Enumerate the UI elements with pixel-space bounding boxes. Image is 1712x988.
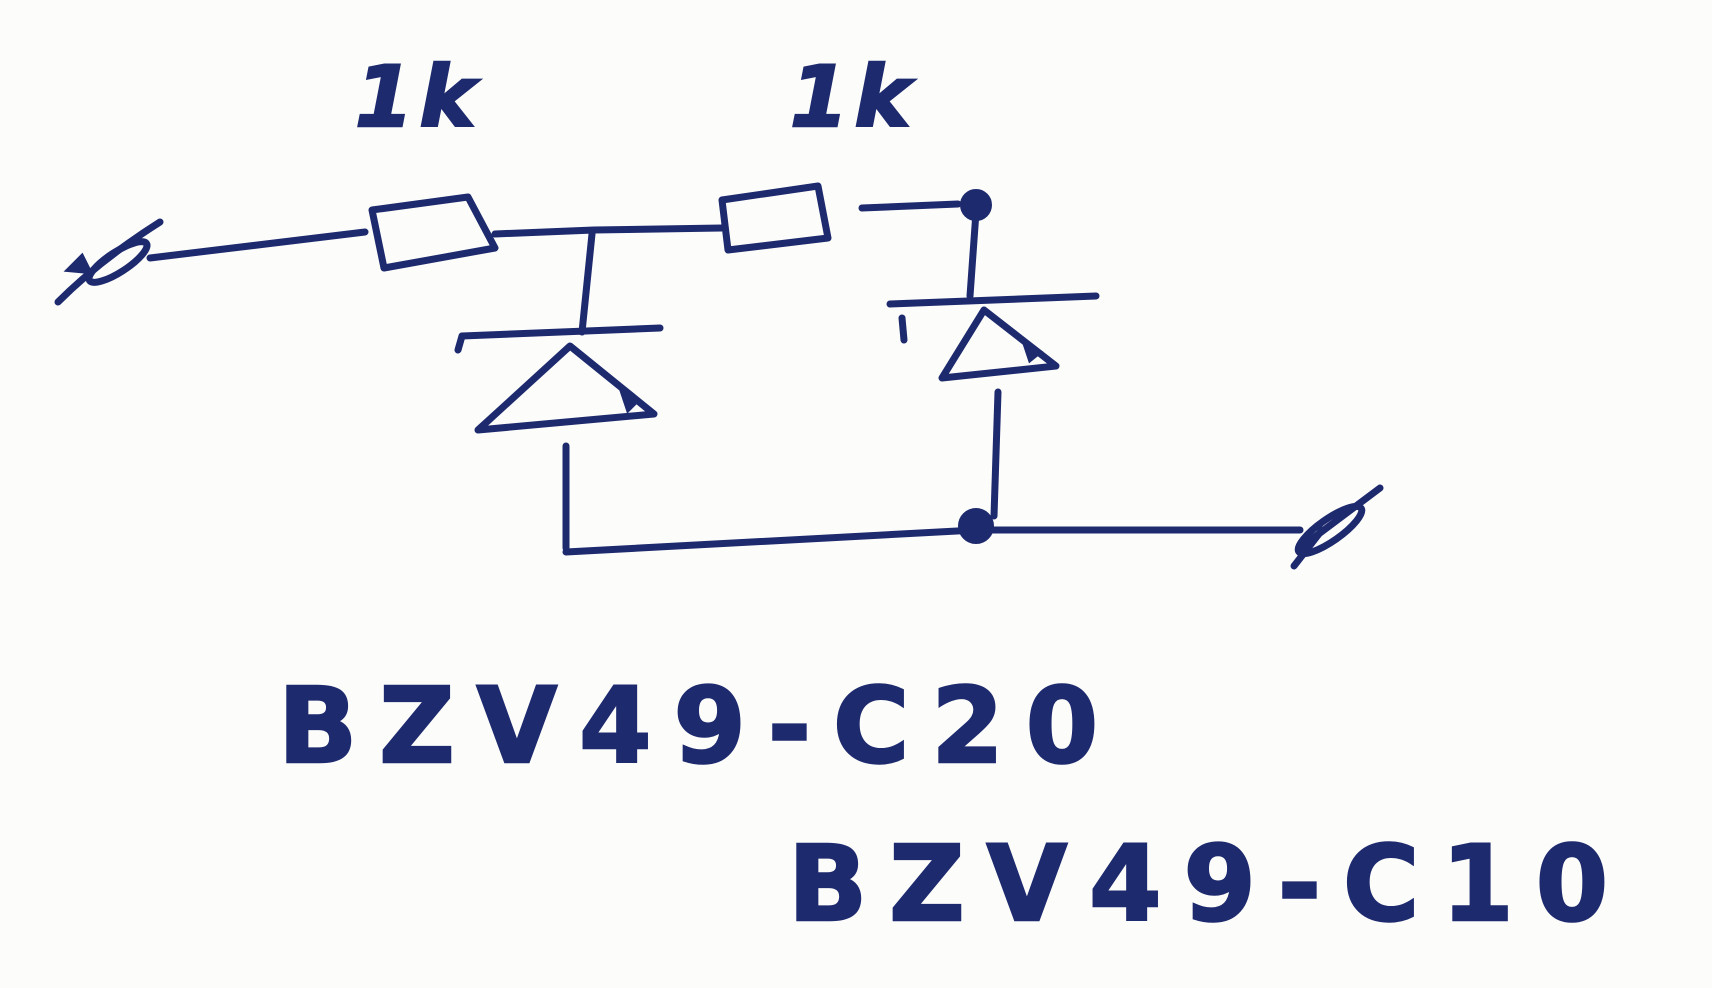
wire-d2-node <box>990 388 1002 520</box>
output-terminal <box>1290 484 1384 570</box>
resistor-r2 <box>718 182 832 254</box>
junction-bottom <box>958 508 994 544</box>
wire-r2-out <box>858 200 962 212</box>
part-number-d2: BZV49-C10 <box>788 823 1630 945</box>
part-number-d1: BZV49-C20 <box>278 665 1120 787</box>
resistor-r2-value: 1k <box>790 48 916 146</box>
wire-node-a-d1 <box>578 230 596 336</box>
zener-diode-d1 <box>454 324 664 434</box>
wire-ground-rail <box>562 526 1304 556</box>
resistor-r1 <box>368 193 499 272</box>
resistor-r1-value: 1k <box>355 48 481 146</box>
wire-out-d2 <box>966 208 980 300</box>
wire-r1-r2 <box>491 224 726 238</box>
input-terminal <box>54 218 164 306</box>
zener-diode-d2 <box>886 292 1100 382</box>
wire-input <box>146 228 369 262</box>
